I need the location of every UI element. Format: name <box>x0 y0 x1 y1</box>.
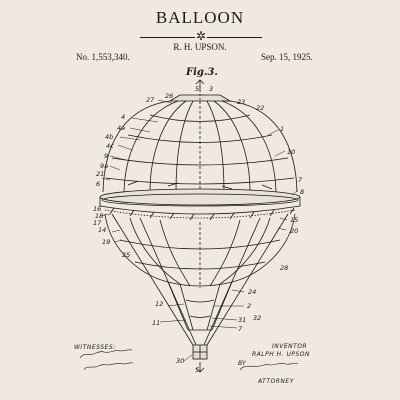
numeral-19: 19 <box>102 238 110 246</box>
numeral-10: 10 <box>287 148 295 156</box>
numeral-26: 26 <box>165 92 173 100</box>
numeral-28: 28 <box>280 264 288 272</box>
title-rule-right <box>207 37 262 38</box>
patent-number: No. 1,553,340. <box>76 52 130 62</box>
basket <box>192 344 208 360</box>
numeral-4c: 4c <box>106 142 114 150</box>
witnesses-label: WITNESSES: <box>74 344 116 351</box>
section-mark-bottom: 5 <box>195 366 199 374</box>
numeral-9: 9 <box>104 152 108 160</box>
patent-date: Sep. 15, 1925. <box>261 52 313 62</box>
leader-lines <box>99 99 299 362</box>
numeral-17: 17 <box>93 219 102 227</box>
by-label: BY <box>238 360 246 367</box>
attorney-label: ATTORNEY <box>258 378 294 385</box>
section-mark-top: 5 <box>195 85 199 93</box>
numeral-32: 32 <box>253 314 261 322</box>
numeral-22: 22 <box>256 104 264 112</box>
lower-envelope <box>104 213 296 288</box>
equatorial-band <box>99 188 301 221</box>
inventor-label: INVENTOR <box>272 343 308 350</box>
numeral-14: 14 <box>98 226 106 234</box>
numeral-3: 3 <box>209 85 213 93</box>
numeral-15: 15 <box>290 216 298 224</box>
numeral-27: 27 <box>146 96 155 104</box>
numeral-12: 12 <box>155 300 163 308</box>
numeral-18: 18 <box>95 212 103 220</box>
patent-title: BALLOON <box>155 8 245 27</box>
witness-signature-2 <box>83 362 134 371</box>
numeral-7: 7 <box>238 325 243 333</box>
numeral-4b: 4b <box>105 133 113 141</box>
inventor-name: RALPH H. UPSON <box>252 351 311 358</box>
numeral-6: 6 <box>96 180 100 188</box>
numeral-11: 11 <box>152 319 160 327</box>
numeral-2: 2 <box>247 302 251 310</box>
suspension-lines <box>111 213 289 346</box>
numeral-23: 23 <box>237 98 245 106</box>
numeral-21: 21 <box>96 170 104 178</box>
witness-signature-1 <box>79 349 133 359</box>
attorney-signature <box>239 362 299 371</box>
ornament-icon: ✲ <box>195 29 207 43</box>
numeral-31: 31 <box>238 316 246 324</box>
valve-cap <box>168 86 232 102</box>
numeral-1: 1 <box>280 125 284 133</box>
numeral-25: 25 <box>122 251 130 259</box>
numeral-9a: 9a <box>100 162 108 170</box>
numeral-8-right: 8 <box>300 188 304 196</box>
numeral-24: 24 <box>248 288 256 296</box>
numeral-20: 20 <box>290 227 298 235</box>
figure-label: Fig.3. <box>186 67 218 78</box>
upper-envelope <box>102 100 298 193</box>
section-marks <box>195 79 205 373</box>
title-rule-left <box>140 37 195 38</box>
inventor-header: R. H. UPSON. <box>173 42 227 52</box>
numeral-4: 4 <box>121 113 125 121</box>
numeral-30: 30 <box>176 357 184 365</box>
numeral-4a: 4a <box>117 124 125 132</box>
numeral-7-right: 7 <box>298 176 303 184</box>
numeral-16-upper: 16 <box>93 205 101 213</box>
